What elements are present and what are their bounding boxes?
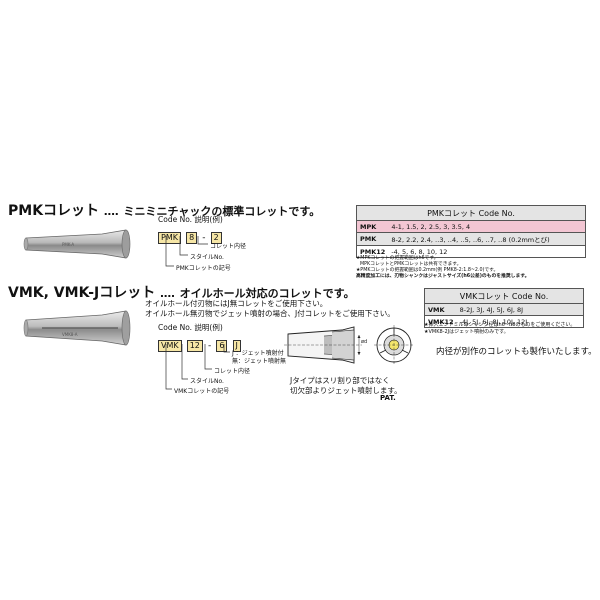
patent-mark: PAT. xyxy=(380,394,396,402)
vmk-leader-lines xyxy=(165,344,230,390)
pmk-collet-marking: PMK-A xyxy=(62,242,74,247)
vmk-note-1: ★VMK8-2Jはジェット噴射のみです。 xyxy=(424,329,509,335)
pmk-title: PMKコレット xyxy=(8,203,100,219)
pmk-note-2: ★PMKコレットの把握範囲は0.2mm(例 PMK8-2:1.8~2.0)です。 xyxy=(356,268,499,273)
pmk-label-collet-inner: コレット内径 xyxy=(210,243,247,250)
pmk-note-3: 高精度加工には、刃物シャンクはジャストサイズ(h6公差)のものを推奨します。 xyxy=(356,274,530,279)
vmk-table-header: VMKコレット Code No. xyxy=(424,288,584,304)
pmk-table-values-2: -4, 5, 6, 8, 10, 12 xyxy=(388,245,587,258)
vmk-usage-line-1: オイルホール付刃物にはJ無コレットをご使用下さい。 xyxy=(145,299,328,308)
vmk-table-values-1: -4J, 5J, 6J, 8J, 10J, 12J xyxy=(456,315,584,328)
vmk-collet-image: VMK8-A xyxy=(22,306,132,354)
vmk-usage-line-2: オイルホール無刃物でジェット噴射の場合、J付コレットをご使用下さい。 xyxy=(145,309,395,318)
vmk-collet-marking: VMK8-A xyxy=(62,332,78,337)
vmk-table-code-0: VMK xyxy=(423,303,457,316)
pmk-code-part-series: PMK xyxy=(158,232,181,244)
pmk-table-values-1: 8-2, 2.2, 2.4, ‥3, ‥4, ‥5, ‥6, ‥7, ‥8 (0… xyxy=(388,232,587,246)
diameter-label: ød xyxy=(361,339,367,345)
vmk-label-collet-inner: コレット内径 xyxy=(214,368,251,375)
pmk-code-example: PMK 8 - 2 xyxy=(158,225,222,244)
pmk-leader-lines xyxy=(165,236,208,267)
j-type-caption-line-1: Jタイプはスリ割り部ではなく xyxy=(290,376,390,385)
pmk-code-dash: - xyxy=(202,233,206,243)
vmk-code-part-style: 12 xyxy=(186,340,203,352)
j-type-caption-line-2: 切欠部よりジェット噴射します。 xyxy=(290,386,402,395)
vmk-note-0: ★挿入エンドミルのシャンク径はh6~h8のものをご使用ください。 xyxy=(424,322,576,328)
pmk-code-header: Code No. 説明(例) xyxy=(158,215,223,224)
pmk-label-style: スタイルNo. xyxy=(190,254,224,261)
pmk-dots: ‥‥ xyxy=(103,205,119,218)
pmk-note-1: MPKコレットとPMKコレットは共有できます。 xyxy=(360,262,462,267)
vmk-code-example: VMK 12 - 6 J xyxy=(158,333,241,352)
vmk-table-notes: ★挿入エンドミルのシャンク径はh6~h8のものをご使用ください。 ★VMK8-2… xyxy=(424,322,575,336)
vmk-code-header: Code No. 説明(例) xyxy=(158,323,223,332)
pmk-table-code-0: MPK xyxy=(356,220,389,233)
vmk-description: オイルホール対応のコレットです。 xyxy=(179,287,355,300)
vmk-label-jet-without: 無：ジェット噴射無 xyxy=(232,358,287,365)
pmk-table-notes: ★MPKコレットの把握範囲はh6です。 MPKコレットとPMKコレットは共有でき… xyxy=(356,256,529,280)
pmk-description: ミニミニチャックの標準コレットです。 xyxy=(123,205,321,218)
pmk-table-header: PMKコレット Code No. xyxy=(356,205,586,221)
vmk-code-part-jet: J xyxy=(232,340,241,352)
vmk-label-style: スタイルNo. xyxy=(190,378,224,385)
vmk-label-jet-with: J ：ジェット噴射付 xyxy=(232,350,284,357)
pmk-code-part-style: 8 xyxy=(186,232,198,244)
pmk-label-symbol: PMKコレットの記号 xyxy=(176,265,231,272)
vmk-code-part-series: VMK xyxy=(158,340,182,352)
vmk-table-values-0: 8-2J, 3J, 4J, 5J, 6J, 8J xyxy=(456,303,584,316)
vmk-dots: ‥‥ xyxy=(160,287,175,300)
vmk-title: VMK, VMK-Jコレット xyxy=(8,285,156,301)
vmk-label-symbol: VMKコレットの記号 xyxy=(174,388,230,395)
special-order-note: 内径が別作のコレットも製作いたします。 xyxy=(436,347,597,357)
pmk-note-0: ★MPKコレットの把握範囲はh6です。 xyxy=(356,256,439,261)
vmk-code-table: VMKコレット Code No. VMK 8-2J, 3J, 4J, 5J, 6… xyxy=(423,288,584,328)
pmk-table-code-2: PMK12 xyxy=(356,245,389,258)
j-type-collet-diagram: ød xyxy=(282,322,417,372)
pmk-collet-image: PMK-A xyxy=(22,224,132,268)
vmk-code-dash: - xyxy=(208,341,212,351)
pmk-table-values-0: 4-1, 1.5, 2, 2.5, 3, 3.5, 4 xyxy=(388,220,587,233)
pmk-table-code-1: PMK xyxy=(356,232,389,246)
j-type-caption: Jタイプはスリ割り部ではなく 切欠部よりジェット噴射します。 xyxy=(290,376,402,396)
vmk-code-part-inner: 6 xyxy=(216,340,228,352)
pmk-code-table: PMKコレット Code No. MPK 4-1, 1.5, 2, 2.5, 3… xyxy=(356,205,587,258)
pmk-code-part-inner: 2 xyxy=(210,232,222,244)
vmk-table-code-1: VMK12 xyxy=(423,315,457,328)
